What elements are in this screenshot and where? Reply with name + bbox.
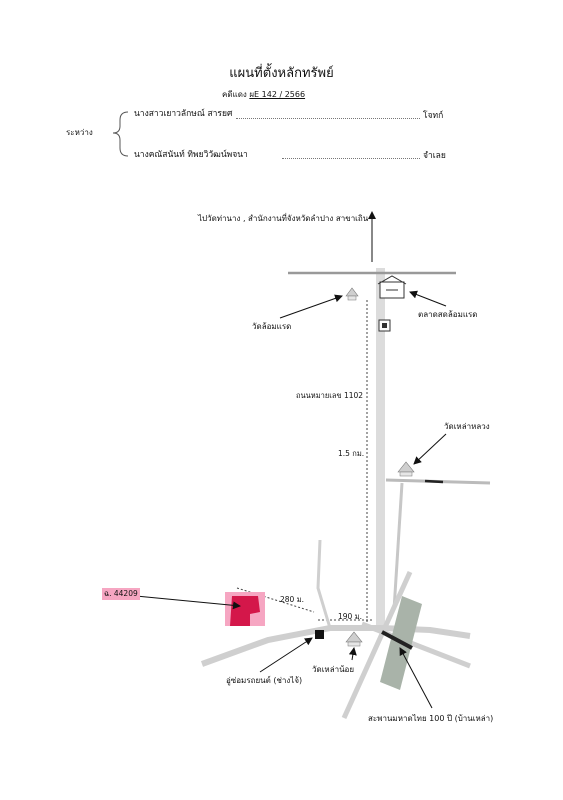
defendant-role: จำเลย [423, 151, 446, 161]
pointer-shop [259, 637, 313, 673]
page-title: แผนที่ตั้งหลักทรัพย์ [229, 66, 334, 81]
plaintiff-name: นางสาวเยาวลักษณ์ สารยศ [134, 109, 233, 119]
parcel-tag: ฉ. 44209 [102, 588, 140, 600]
diagonal-road-2 [361, 621, 471, 669]
market-label: ตลาดสดล้อมแรด [418, 310, 478, 319]
west-road [200, 625, 471, 667]
temple-lao-luang-label: วัดเหล่าหลวง [444, 422, 490, 431]
pointer-parcel [135, 595, 241, 610]
north-destination-label: ไปวัดท่านาง , สำนักงานที่จังหวัดลำปาง สา… [198, 214, 369, 223]
temple-lom-raet-label: วัดล้อมแรด [252, 322, 292, 331]
parcel-distance-label: 280 ม. [280, 595, 305, 604]
market-icon [377, 275, 407, 299]
pointer-temple-lao-luang [413, 433, 447, 465]
side-road-marker [424, 479, 444, 484]
temple-lao-luang-icon [397, 461, 415, 477]
pointer-market [409, 290, 447, 307]
temple-lao-noi-label: วัดเหล่าน้อย [312, 665, 355, 674]
case-prefix: คดีแดง [222, 90, 247, 99]
between-label: ระหว่าง [66, 128, 93, 137]
case-number: ผE 142 / 2566 [249, 90, 306, 99]
junction-distance-label: 190 ม. [338, 612, 363, 621]
defendant-name: นางคณัสนันท์ ทิพยวิวัฒน์พจนา [134, 150, 248, 160]
main-road [376, 268, 385, 628]
bridge-label: สะพานมหาดไทย 100 ปี (บ้านเหล่า) [368, 714, 494, 723]
diagonal-road-1 [341, 570, 413, 720]
temple-lao-noi-icon [345, 631, 363, 647]
shop-marker [315, 630, 324, 639]
road-number-label: ถนนหมายเลข 1102 [296, 391, 364, 400]
bridge [381, 630, 413, 650]
side-road-south [392, 482, 404, 611]
road-distance-label: 1.5 กม. [338, 449, 365, 458]
plaintiff-rule [236, 118, 420, 119]
north-west-branch [316, 539, 332, 629]
plaintiff-role: โจทก์ [423, 111, 444, 121]
defendant-rule [282, 158, 420, 159]
shop-label: อู่ซ่อมรถยนต์ (ช่างไจ้) [226, 676, 303, 685]
case-number-line: คดีแดง ผE 142 / 2566 [222, 88, 305, 101]
pointer-temple-lom-raet [279, 294, 343, 319]
landmark-icon [378, 319, 391, 332]
pointer-bridge [399, 647, 433, 709]
pointer-temple-lao-noi [348, 647, 357, 661]
temple-lom-raet-icon [345, 287, 359, 301]
